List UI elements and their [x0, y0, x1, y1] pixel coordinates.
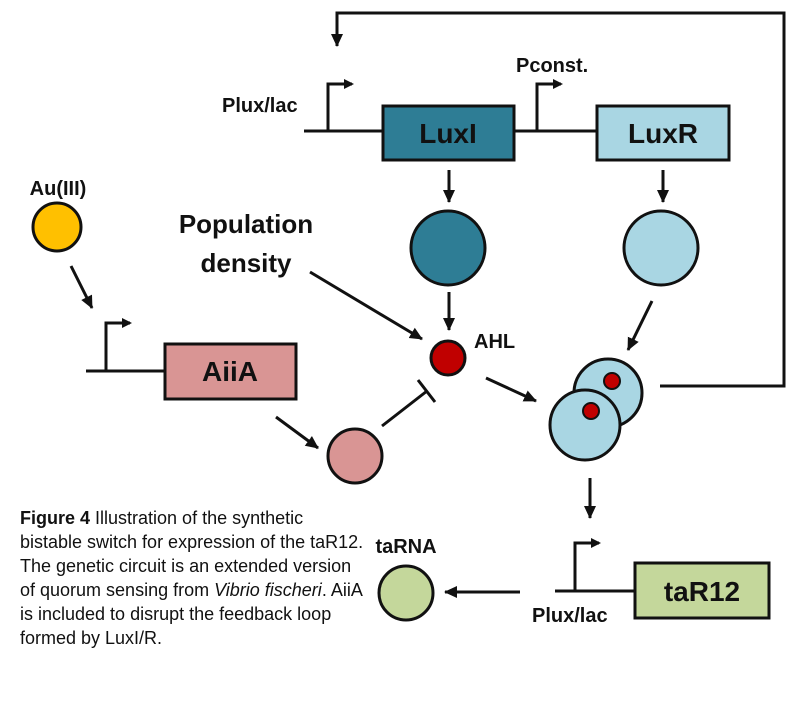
- pconst-promoter-arrow: [535, 79, 563, 131]
- plux-lac-label-bottom: Plux/lac: [532, 605, 608, 627]
- aiia-expression-arrow: [275, 415, 319, 450]
- luxi-protein: [409, 209, 487, 287]
- complex-ahl-front: [582, 402, 600, 420]
- luxi-gene-box: [381, 104, 516, 162]
- ahl-label: AHL: [474, 331, 515, 353]
- caption-text-part2: . AiiA is included to disrupt the feedba…: [20, 580, 362, 648]
- plux-lac-promoter-arrow: [326, 79, 354, 131]
- feedback-loop-line: [331, 11, 786, 388]
- luxi-gene-label: LuxI: [419, 118, 477, 149]
- aiia-protein: [326, 427, 384, 485]
- luxr-gene-label: LuxR: [628, 118, 698, 149]
- aiia-gene-label: AiiA: [202, 356, 258, 387]
- aiia-promoter-arrow: [104, 318, 132, 371]
- au-to-aiia-arrow: [69, 265, 94, 309]
- aiia-inhibits-ahl-line: [381, 389, 428, 428]
- figure-caption: Figure 4 Illustration of the synthetic b…: [20, 506, 370, 650]
- population-density-label-line2: density: [200, 248, 292, 278]
- caption-text-part1: Illustration of the synthetic bistable s…: [20, 508, 364, 600]
- au-iii-ion: [31, 201, 83, 253]
- tarna-label: taRNA: [375, 536, 436, 558]
- complex-protein-front: [548, 388, 622, 462]
- population-density-label-line1: Population: [179, 209, 313, 239]
- tar12-gene-label: taR12: [664, 576, 740, 607]
- aiia-gene-box: [163, 342, 298, 401]
- aiia-inhibition-bar: [416, 379, 437, 403]
- au-label: Au(III): [30, 178, 87, 200]
- ahl-to-complex-arrow: [485, 376, 537, 403]
- tar12-promoter-arrow: [573, 538, 601, 591]
- caption-species-name: Vibrio fischeri: [214, 580, 322, 600]
- luxr-ahl-complex: [548, 357, 644, 462]
- tarna-molecule: [377, 564, 435, 622]
- plux-lac-label-top: Plux/lac: [222, 95, 298, 117]
- tar12-gene-box: [633, 561, 771, 620]
- luxr-gene-box: [595, 104, 731, 162]
- ahl-molecule: [429, 339, 467, 377]
- population-density-arrow: [309, 270, 423, 341]
- caption-figure-number: Figure 4: [20, 508, 91, 528]
- complex-ahl-back: [603, 372, 621, 390]
- pconst-label: Pconst.: [516, 55, 588, 77]
- luxr-to-complex-arrow: [626, 300, 654, 351]
- luxr-protein: [622, 209, 700, 287]
